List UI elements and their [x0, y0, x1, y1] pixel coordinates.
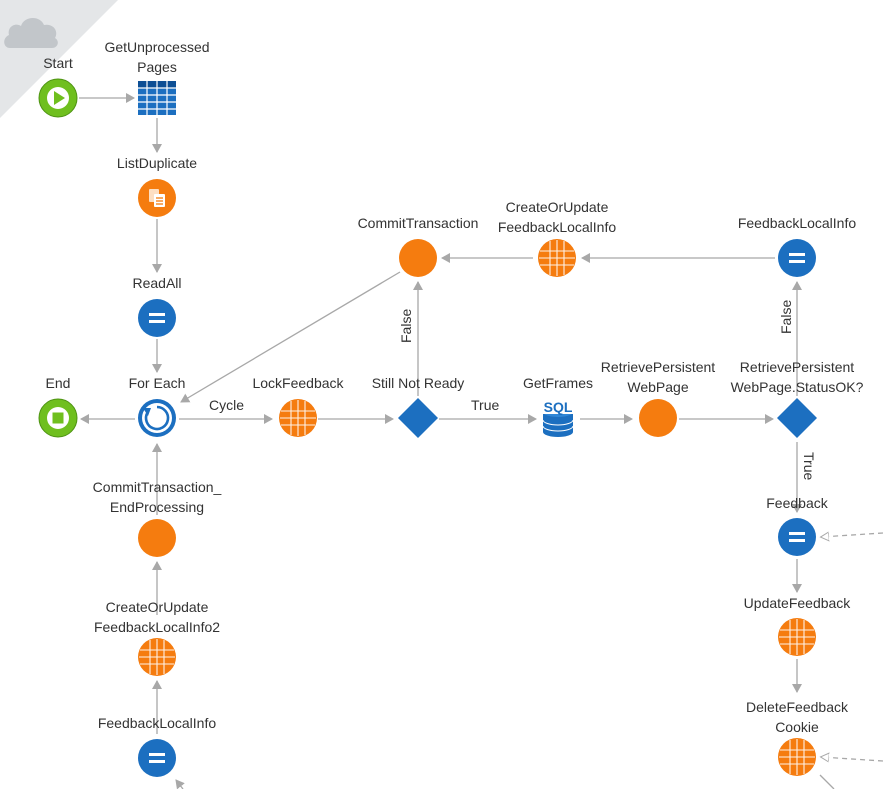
feedback-local-info-top-label: FeedbackLocalInfo [737, 215, 857, 231]
server-action-icon [138, 519, 176, 557]
get-frames-node[interactable]: SQL [538, 398, 578, 438]
feedback-label: Feedback [766, 495, 828, 511]
edge-label-false-commit: False [398, 308, 414, 343]
update-feedback-node[interactable] [777, 617, 817, 657]
edge-label-true-feedback: True [801, 452, 817, 481]
create-or-update-feedback-local-info-node[interactable] [537, 238, 577, 278]
delete-feedback-cookie-node[interactable] [777, 737, 817, 777]
entity-action-grid-icon [778, 738, 816, 776]
status-ok-node[interactable] [777, 398, 817, 438]
get-unprocessed-pages-node[interactable] [137, 78, 177, 118]
decision-diamond-icon [398, 398, 438, 438]
loop-icon [138, 399, 176, 437]
commit-transaction-label: CommitTransaction [357, 215, 479, 231]
entity-action-grid-icon [138, 638, 176, 676]
edge-offscreen-feedbacklocalinfo [175, 779, 185, 789]
end-node[interactable] [38, 398, 78, 438]
feedback-local-info-bottom-node[interactable] [137, 738, 177, 778]
end-label: End [45, 375, 71, 391]
sql-database-icon: SQL [541, 399, 575, 437]
read-all-label: ReadAll [132, 275, 182, 291]
commit-transaction-end-label: CommitTransaction_EndProcessing [92, 479, 222, 515]
dashed-edge-feedback [821, 533, 883, 537]
feedback-local-info-bottom-label: FeedbackLocalInfo [97, 715, 217, 731]
edge-label-true-getframes: True [471, 397, 500, 413]
list-duplicate-node[interactable] [137, 178, 177, 218]
assign-equals-icon [138, 299, 176, 337]
read-all-node[interactable] [137, 298, 177, 338]
assign-equals-icon [778, 239, 816, 277]
edge-commit-foreach [180, 271, 401, 403]
assign-equals-icon [138, 739, 176, 777]
edge-label-cycle: Cycle [209, 397, 245, 413]
commit-transaction-end-node[interactable] [137, 518, 177, 558]
entity-action-grid-icon [778, 618, 816, 656]
get-frames-label: GetFrames [522, 375, 594, 391]
decision-diamond-icon [777, 398, 817, 438]
lock-feedback-label: LockFeedback [252, 375, 344, 391]
feedback-node[interactable] [777, 517, 817, 557]
stop-icon [38, 398, 78, 438]
still-not-ready-label: Still Not Ready [371, 375, 465, 391]
update-feedback-label: UpdateFeedback [743, 595, 851, 611]
list-duplicate-label: ListDuplicate [116, 155, 198, 171]
retrieve-persistent-webpage-node[interactable] [638, 398, 678, 438]
server-action-icon [399, 239, 437, 277]
create-or-update-feedback-local-info2-node[interactable] [137, 637, 177, 677]
dashed-edge-deletefeedback [821, 757, 883, 761]
lock-feedback-node[interactable] [278, 398, 318, 438]
entity-action-grid-icon [279, 399, 317, 437]
aggregate-table-icon [138, 81, 176, 115]
list-duplicate-icon [138, 179, 176, 217]
server-action-icon [639, 399, 677, 437]
edge-deletefeedback-offscreen [819, 774, 835, 789]
edge-label-false-feedbacklocalinfo: False [778, 299, 794, 334]
start-label: Start [43, 55, 73, 71]
assign-equals-icon [778, 518, 816, 556]
entity-action-grid-icon [538, 239, 576, 277]
start-node[interactable] [38, 78, 78, 118]
for-each-label: For Each [128, 375, 186, 391]
still-not-ready-node[interactable] [398, 398, 438, 438]
feedback-local-info-top-node[interactable] [777, 238, 817, 278]
svg-text:SQL: SQL [544, 399, 573, 415]
for-each-node[interactable] [137, 398, 177, 438]
play-icon [38, 78, 78, 118]
cloud-icon [4, 17, 58, 48]
commit-transaction-node[interactable] [398, 238, 438, 278]
